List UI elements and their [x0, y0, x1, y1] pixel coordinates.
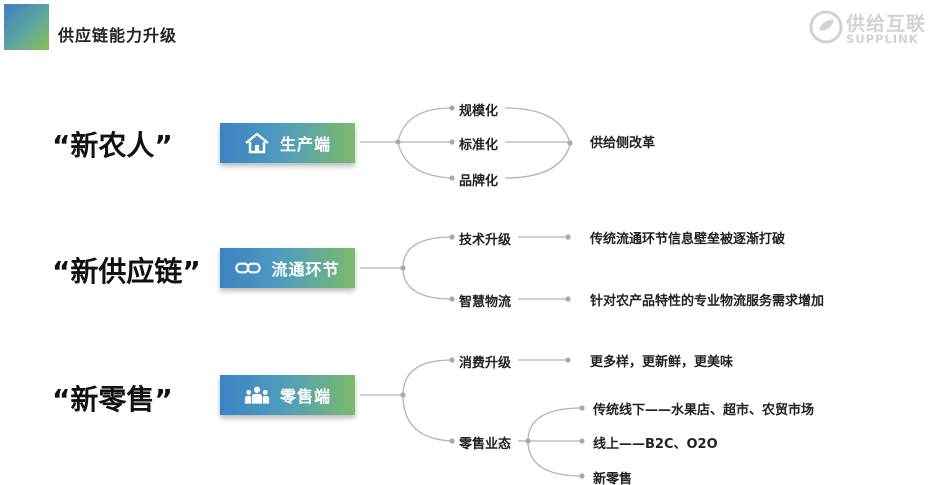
production-button-label: 生产端 — [279, 135, 331, 154]
corner-accent — [4, 4, 49, 50]
logo-text-cn: 供给互联 — [846, 13, 927, 35]
retail-button-label: 零售端 — [279, 387, 331, 406]
circulation-button-label: 流通环节 — [271, 260, 340, 279]
logo-text-en: SUPPLINK — [846, 32, 919, 46]
circulation-button[interactable]: 流通环节 — [220, 248, 355, 288]
logo-icon — [809, 10, 843, 44]
node-smart-logistics: 智慧物流 — [459, 295, 512, 310]
row-label-new-farmer: “新农人” — [52, 129, 173, 162]
node-tech-upgrade: 技术升级 — [459, 233, 512, 248]
page-title: 供应链能力升级 — [58, 26, 178, 45]
brand-logo: 供给互联 SUPPLINK — [809, 8, 927, 48]
retail-button[interactable]: 零售端 — [220, 375, 355, 415]
node-standard: 标准化 — [459, 138, 499, 153]
node-supply-side-reform: 供给侧改革 — [590, 136, 656, 151]
node-scale: 规模化 — [459, 104, 499, 119]
row-label-new-retail: “新零售” — [52, 383, 173, 416]
node-traditional-offline: 传统线下——水果店、超市、农贸市场 — [593, 403, 815, 418]
home-icon — [244, 132, 270, 154]
node-consumption-upgrade: 消费升级 — [459, 356, 512, 371]
production-button[interactable]: 生产端 — [220, 123, 355, 163]
node-logistics-demand: 针对农产品特性的专业物流服务需求增加 — [590, 294, 825, 309]
node-retail-format: 零售业态 — [459, 437, 512, 452]
link-icon — [235, 257, 262, 279]
people-icon — [244, 384, 270, 406]
row-label-new-supply-chain: “新供应链” — [52, 255, 201, 288]
node-consumption-result: 更多样，更新鲜，更美味 — [590, 355, 734, 370]
node-info-barrier-broken: 传统流通环节信息壁垒被逐渐打破 — [590, 232, 786, 247]
node-brand: 品牌化 — [459, 174, 499, 189]
node-online: 线上——B2C、O2O — [593, 437, 718, 452]
node-new-retail: 新零售 — [593, 472, 633, 485]
